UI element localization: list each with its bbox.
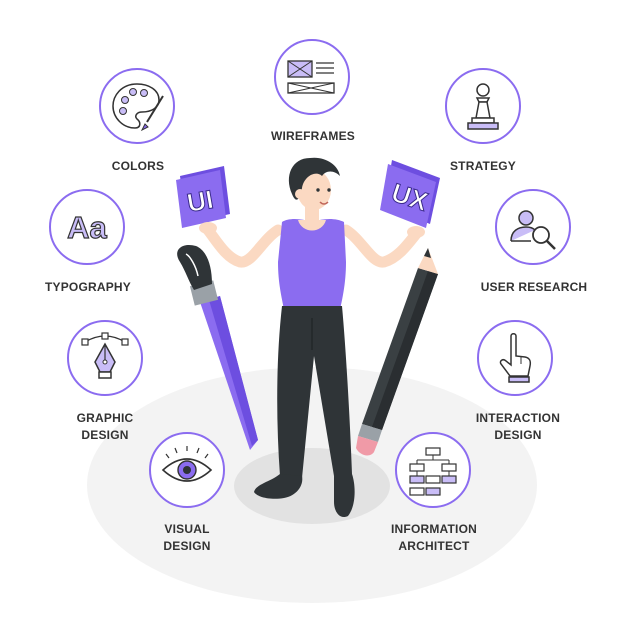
wireframe-icon: [287, 60, 335, 94]
graphic-design-label: GRAPHIC DESIGN: [76, 411, 134, 442]
visual-design-label: VISUAL DESIGN: [163, 522, 211, 553]
typography-glyph: Aa: [67, 210, 107, 245]
user-search-icon: [510, 210, 556, 250]
pencil-icon: [356, 248, 438, 456]
information-architect-label: INFORMATION ARCHITECT: [391, 522, 477, 553]
colors-circle: [99, 68, 175, 144]
wireframes-label: WIREFRAMES: [271, 129, 355, 143]
strategy-circle: [445, 68, 521, 144]
typography-circle: Aa: [49, 189, 125, 265]
typography-label: TYPOGRAPHY: [44, 280, 131, 294]
typography-icon: Aa: [67, 209, 109, 245]
palette-icon: [112, 83, 164, 132]
information-architect-circle: [395, 432, 471, 508]
sitemap-icon: [409, 447, 457, 496]
colors-label: COLORS: [111, 159, 165, 173]
user-research-circle: [495, 189, 571, 265]
strategy-label: STRATEGY: [449, 159, 517, 173]
user-research-label: USER RESEARCH: [480, 280, 588, 294]
pen-tool-icon: [81, 332, 129, 379]
interaction-design-circle: [477, 320, 553, 396]
visual-design-circle: [149, 432, 225, 508]
interaction-design-label: INTERACTION DESIGN: [475, 411, 561, 442]
wireframes-circle: [274, 39, 350, 115]
paintbrush-icon: [177, 244, 258, 450]
ui-card: UI: [176, 166, 230, 228]
graphic-design-circle: [67, 320, 143, 396]
pointer-hand-icon: [499, 333, 532, 383]
ux-card: UX: [380, 160, 440, 228]
eye-icon: [161, 446, 213, 482]
chess-pawn-icon: [467, 83, 499, 130]
svg-text:UI: UI: [185, 184, 216, 218]
